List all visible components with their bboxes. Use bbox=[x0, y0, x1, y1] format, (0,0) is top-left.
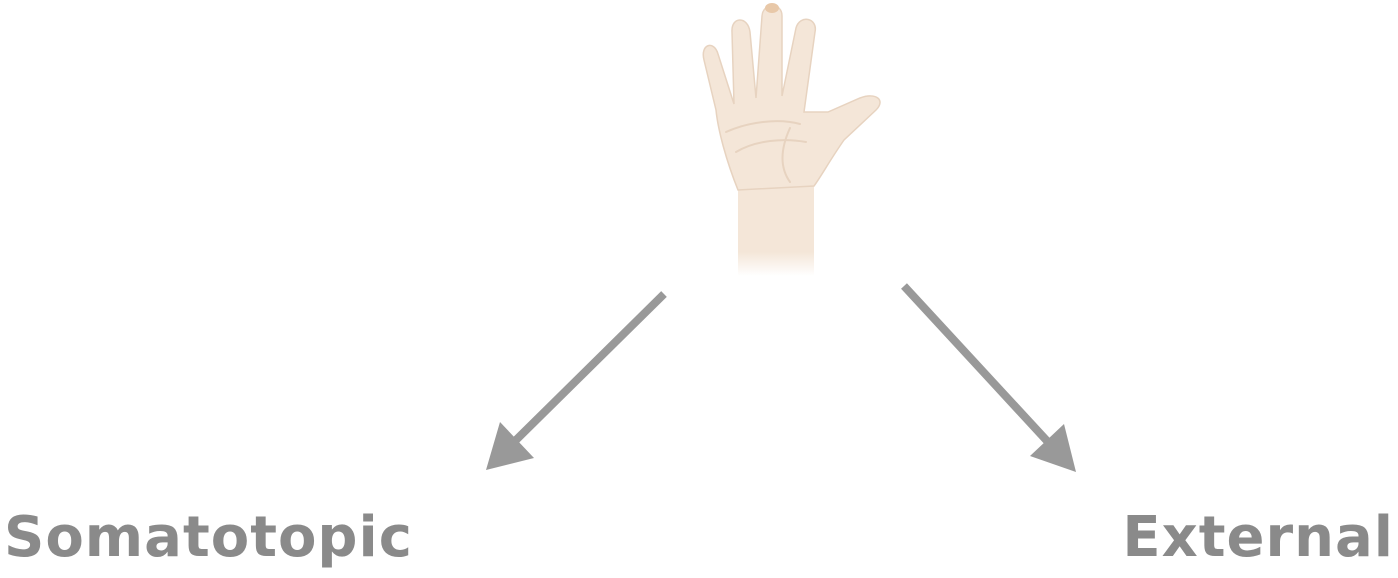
arrow-down-left-icon bbox=[486, 291, 667, 470]
arrow-right-shaft bbox=[901, 283, 1051, 445]
palm-crease-3 bbox=[781, 127, 791, 183]
nail-highlight bbox=[765, 3, 779, 13]
palm-crease-1 bbox=[725, 120, 801, 133]
label-somatotopic: Somatotopic bbox=[4, 505, 413, 570]
arrow-right-head bbox=[1030, 424, 1076, 472]
palm-crease-2 bbox=[735, 139, 807, 153]
wrist-shape bbox=[738, 180, 814, 276]
arrow-left-head bbox=[486, 422, 534, 470]
label-external: External bbox=[1122, 505, 1394, 570]
arrow-left-shaft bbox=[511, 291, 667, 445]
palm-shape bbox=[702, 4, 881, 191]
arrow-down-right-icon bbox=[901, 283, 1076, 472]
hand-icon bbox=[702, 3, 881, 276]
